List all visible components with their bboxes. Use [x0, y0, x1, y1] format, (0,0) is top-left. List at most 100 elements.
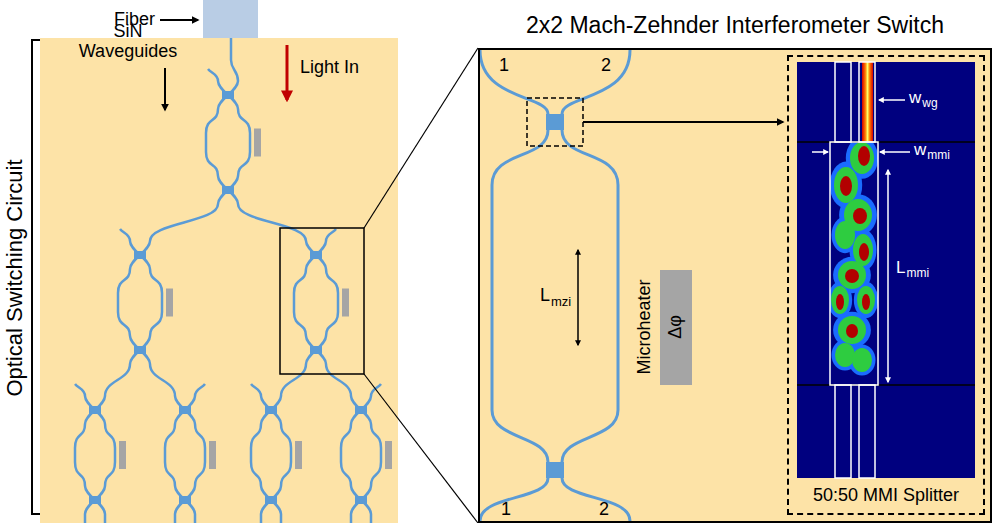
- input-waveguide: [231, 38, 238, 81]
- field-plot: [797, 62, 975, 478]
- waveguide: [85, 486, 105, 514]
- mmi-coupler: [355, 406, 367, 414]
- zoom-ground: [478, 48, 992, 523]
- width-arrow: [880, 151, 910, 153]
- waveguide: [105, 364, 130, 396]
- waveguide: [261, 486, 281, 514]
- phase-label: Δφ: [666, 315, 686, 339]
- width-arrow: [812, 151, 828, 153]
- waveguide: [351, 396, 371, 424]
- switch-panel: MicroheaterΔφ50:50 MMI Splitter2x2 Mach-…: [478, 48, 992, 523]
- waveguide: [306, 336, 326, 364]
- output-waveguide: [104, 514, 107, 523]
- waveguide-stub: [208, 69, 218, 81]
- waveguide: [85, 396, 105, 424]
- panel-heading: 2x2 Mach-Zehnder Interferometer Switch: [526, 13, 944, 38]
- mzi-arm: [165, 424, 175, 486]
- waveguide-outline: [859, 385, 875, 478]
- waveguide-outline: [835, 62, 851, 142]
- heater-label: Microheater: [635, 279, 655, 374]
- inset-caption: 50:50 MMI Splitter: [813, 486, 959, 506]
- fiber-block: [203, 0, 258, 38]
- field-pattern: [830, 142, 878, 376]
- output-waveguide: [280, 514, 283, 523]
- field-lobe: [835, 221, 855, 249]
- waveguide: [306, 241, 326, 269]
- field-peak: [836, 294, 844, 310]
- output-waveguide: [174, 514, 177, 523]
- waveguide: [218, 176, 238, 204]
- waveguide: [351, 486, 371, 514]
- field-peak: [862, 294, 870, 310]
- heater: [209, 441, 216, 469]
- field-peak: [858, 146, 870, 166]
- waveguide-arrow: [164, 68, 166, 110]
- dimension-symbol: w: [914, 141, 926, 160]
- dimension-subscript: mzi: [551, 295, 571, 309]
- dimension-symbol: w: [909, 89, 921, 108]
- waveguide: [351, 396, 371, 424]
- section-line: [797, 384, 975, 386]
- port-number: 2: [599, 500, 609, 520]
- mmi-coupler: [546, 114, 564, 130]
- mmi-coupler: [265, 496, 277, 504]
- heater: [166, 289, 173, 317]
- heater: [342, 289, 349, 317]
- waveguide: [261, 486, 281, 514]
- detail-box: [527, 98, 583, 146]
- mzi-arm: [251, 424, 261, 486]
- waveguide: [306, 336, 326, 364]
- waveguide: [150, 364, 175, 396]
- width-arrow: [879, 99, 905, 101]
- waveguide: [175, 486, 195, 514]
- part-label: SiN Waveguides: [73, 22, 183, 62]
- mmi-coupler: [265, 406, 277, 414]
- mmi-coupler: [310, 251, 322, 259]
- mmi-coupler: [355, 496, 367, 504]
- bracket: [32, 40, 40, 514]
- mzi-arm: [105, 424, 115, 486]
- waveguide: [238, 204, 306, 241]
- mmi-coupler: [310, 346, 322, 354]
- field-peak: [846, 324, 858, 338]
- microheater-pad: MicroheaterΔφ: [660, 270, 692, 385]
- length-arrow: [577, 250, 579, 345]
- length-arrow: [887, 170, 889, 382]
- signal-label: Light In: [300, 58, 359, 78]
- mzi-arm: [371, 424, 381, 486]
- waveguide-stub: [120, 229, 130, 241]
- zoom-line: [364, 374, 478, 523]
- light-arrow: [286, 45, 289, 100]
- mmi-coupler: [134, 346, 146, 354]
- waveguide: [218, 81, 238, 109]
- mmi-coupler: [89, 406, 101, 414]
- mzi-arm: [118, 269, 130, 336]
- waveguide: [261, 396, 281, 424]
- waveguide: [175, 396, 195, 424]
- waveguide: [130, 241, 150, 269]
- field-lobe: [831, 286, 849, 314]
- mzi-arm: [281, 424, 291, 486]
- zoom-line: [364, 48, 478, 228]
- field-peak: [845, 269, 859, 283]
- heater: [385, 441, 392, 469]
- output-waveguide: [370, 514, 373, 523]
- port-waveguide: [562, 478, 630, 521]
- waveguide-stub: [326, 229, 336, 241]
- waveguide: [150, 204, 218, 241]
- field-lobe: [853, 234, 873, 266]
- waveguide: [351, 486, 371, 514]
- port-number: 2: [601, 56, 611, 76]
- panel-heading: Optical Switching Circuit: [3, 159, 27, 396]
- output-waveguide: [194, 514, 197, 523]
- detail-arrow: [583, 121, 783, 123]
- waveguide: [326, 364, 351, 396]
- waveguide-outline: [859, 62, 875, 142]
- port-waveguide: [480, 478, 548, 521]
- port-waveguide: [562, 50, 630, 114]
- heater: [119, 441, 126, 469]
- mmi-coupler: [179, 496, 191, 504]
- mzi-arm: [326, 269, 338, 336]
- waveguide: [130, 336, 150, 364]
